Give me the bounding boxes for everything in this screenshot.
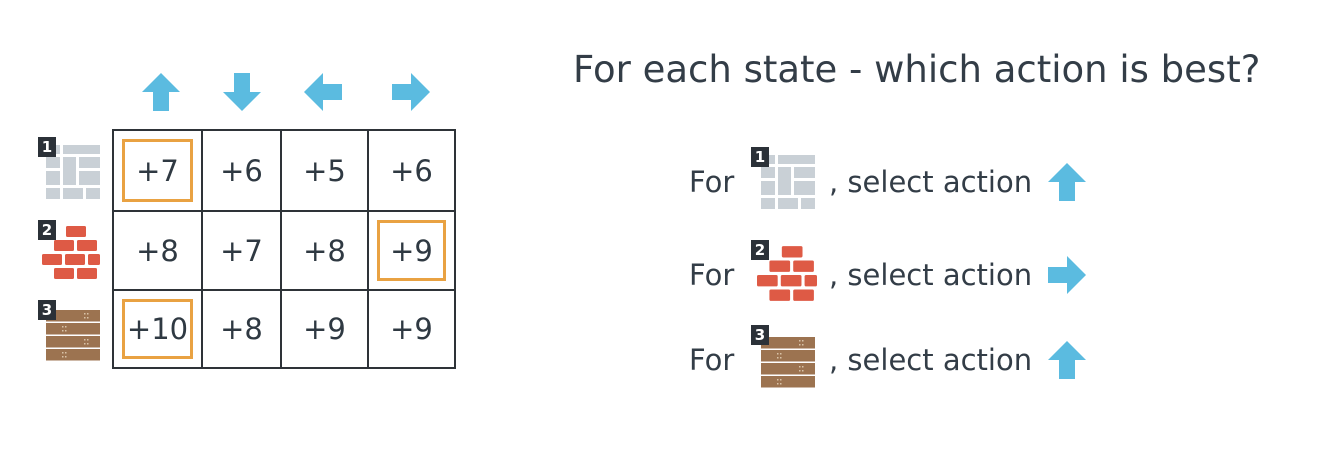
right-arrow-icon [389,70,433,114]
value-text: +9 [390,312,433,346]
value-text: +5 [303,153,346,188]
answer-state-2-icon: 2 [751,240,817,310]
value-text: +8 [136,233,179,268]
state-2-icon: 2 [38,220,102,282]
select-action-label: , select action [829,165,1033,199]
value-cell: +8 [282,212,367,289]
best-action-highlight [377,220,446,281]
grid-line [114,289,454,291]
answer-2-right-arrow-icon [1045,253,1089,297]
answer-state-badge: 3 [751,325,769,345]
value-cell: +9 [369,291,454,367]
answer-state-badge: 1 [751,147,769,167]
answer-row-2: For 2 , select action [689,240,1109,310]
value-text: +8 [220,312,263,346]
value-cell: +6 [369,131,454,210]
gray-tiles-icon [46,145,100,199]
answer-state-3-icon: 3 [751,325,817,395]
for-label: For [689,165,735,199]
value-cell: +5 [282,131,367,210]
wood-planks-icon [761,337,815,389]
grid-line [280,131,282,367]
left-arrow-icon [301,70,345,114]
grid-line [201,131,203,367]
select-action-label: , select action [829,258,1033,292]
value-cell: +9 [369,212,454,289]
down-arrow-icon [220,70,264,114]
value-cell: +8 [203,291,280,367]
value-cell: +7 [114,131,201,210]
state-3-badge: 3 [38,300,56,320]
best-action-highlight [122,139,193,202]
value-cell: +9 [282,291,367,367]
answer-row-1: For 1 , select action [689,147,1109,217]
value-text: +6 [220,153,263,188]
page-title: For each state - which action is best? [573,48,1261,91]
grid-line [114,210,454,212]
value-cell: +8 [114,212,201,289]
value-cell: +7 [203,212,280,289]
action-value-table: +7 +6 +5 +6 +8 +7 +8 +9 +10 +8 +9 +9 [112,129,456,369]
wood-planks-icon [46,310,100,362]
state-3-icon: 3 [38,300,102,362]
select-action-label: , select action [829,343,1033,377]
value-text: +9 [303,312,346,346]
value-cell: +10 [114,291,201,367]
up-arrow-icon [139,70,183,114]
answer-row-3: For 3 , select action [689,325,1109,395]
for-label: For [689,258,735,292]
state-2-badge: 2 [38,220,56,240]
gray-tiles-icon [761,155,815,209]
red-bricks-icon [42,226,100,280]
state-1-icon: 1 [38,137,102,199]
value-text: +7 [220,233,263,268]
answer-state-badge: 2 [751,240,769,260]
value-text: +7 [136,153,179,188]
grid-line [367,131,369,367]
answer-3-up-arrow-icon [1045,338,1089,382]
state-1-badge: 1 [38,137,56,157]
answer-1-up-arrow-icon [1045,160,1089,204]
value-text: +6 [390,153,433,188]
for-label: For [689,343,735,377]
value-text: +9 [390,233,433,268]
best-action-highlight [122,299,193,359]
red-bricks-icon [757,246,817,302]
value-text: +10 [126,312,189,346]
value-text: +8 [303,233,346,268]
answer-state-1-icon: 1 [751,147,817,217]
value-cell: +6 [203,131,280,210]
